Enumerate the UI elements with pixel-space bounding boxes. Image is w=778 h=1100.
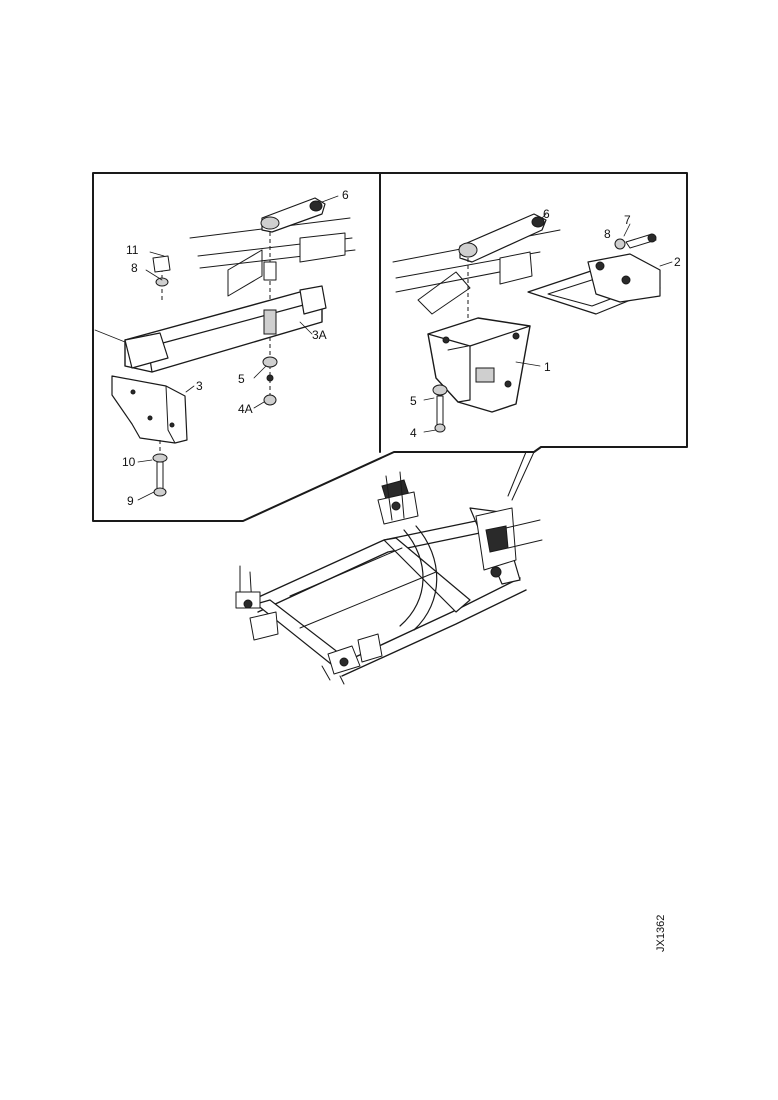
- upper-link-arm-right: [458, 213, 547, 263]
- chassis-front-mount-cluster: [377, 471, 419, 525]
- left-panel-crossmember-assembly: [94, 195, 356, 501]
- callout-right-8: 8: [604, 227, 611, 241]
- chassis-right-mount-cluster: [475, 507, 543, 578]
- callout-left-4a: 4A: [238, 402, 253, 416]
- mounting-bracket-3: [111, 375, 188, 444]
- callout-right-2: 2: [674, 255, 681, 269]
- left-leader-lines: [137, 195, 339, 501]
- chassis-left-mount: [235, 565, 279, 641]
- callout-left-11: 11: [126, 243, 139, 257]
- plate-bracket-2: [527, 253, 661, 315]
- callout-left-10: 10: [122, 455, 136, 469]
- bolt-7-washer-8: [614, 233, 657, 250]
- small-bracket-11: [152, 255, 171, 287]
- callout-right-6: 6: [543, 207, 550, 221]
- callout-right-5: 5: [410, 394, 417, 408]
- left-panel-callouts: 6 11 8 3A 5 4A 3 10 9: [122, 188, 349, 508]
- right-leader-lines: [423, 213, 673, 433]
- callout-left-6: 6: [342, 188, 349, 202]
- bolt-9-and-washer-10: [152, 440, 168, 497]
- callout-left-8: 8: [131, 261, 138, 275]
- callout-right-7: 7: [624, 213, 631, 227]
- figure-reference-code: JX1362: [655, 915, 667, 952]
- callout-right-4: 4: [410, 426, 417, 440]
- upper-link-arm-left: [260, 197, 326, 233]
- chassis-bottom-mount: [321, 633, 383, 685]
- bolt-4-washer-5: [432, 384, 448, 433]
- callout-left-9: 9: [127, 494, 134, 508]
- right-panel-callouts: 6 7 8 2 1 5 4: [410, 207, 681, 440]
- chassis-overview: [235, 471, 543, 685]
- cross-member-3a: [94, 261, 327, 373]
- right-panel-mount-assembly: [392, 213, 673, 433]
- callout-left-5: 5: [238, 372, 245, 386]
- engine-mount-bracket-1: [427, 317, 531, 413]
- callout-left-3a: 3A: [312, 328, 327, 342]
- callout-left-3: 3: [196, 379, 203, 393]
- washer-and-nut-left: [262, 356, 278, 406]
- detail-pointer: [507, 451, 535, 501]
- callout-right-1: 1: [544, 360, 551, 374]
- frame-rail-left: [189, 217, 356, 297]
